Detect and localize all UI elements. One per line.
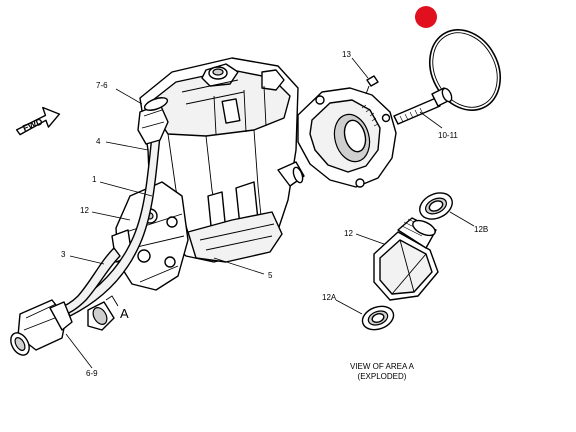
screw-13	[365, 75, 379, 95]
pump-body	[111, 57, 305, 291]
o-ring-large	[429, 29, 501, 111]
tube-4	[65, 97, 169, 317]
leader-lines	[65, 57, 475, 369]
callout-12-right: 12	[344, 229, 353, 238]
fwd-arrow-icon: FWD	[15, 106, 61, 136]
sensor-12	[373, 217, 439, 301]
washer-12a	[361, 305, 395, 331]
callout-7-6: 7-6	[96, 81, 108, 90]
callout-1: 1	[92, 175, 97, 184]
washer-12b	[419, 192, 453, 220]
callout-12a: 12A	[322, 293, 337, 302]
fitting-6-9	[10, 299, 73, 356]
fitting-area-a	[87, 295, 119, 331]
fwd-label: FWD	[21, 116, 44, 133]
callout-12b: 12B	[474, 225, 488, 234]
callout-10-11: 10-11	[438, 131, 458, 140]
callout-6-9: 6-9	[86, 369, 98, 378]
callout-4: 4	[96, 137, 101, 146]
view-caption-line2: (EXPLODED)	[358, 372, 407, 381]
area-a-label: A	[120, 306, 129, 321]
callout-3: 3	[61, 250, 66, 259]
callout-12-left: 12	[80, 206, 89, 215]
view-caption-line1: VIEW OF AREA A	[350, 362, 415, 371]
adapter-flange	[297, 87, 397, 188]
bolt-10-11	[393, 87, 453, 125]
red-marker-dot	[415, 6, 437, 28]
callout-13: 13	[342, 50, 351, 59]
callout-5: 5	[268, 271, 273, 280]
